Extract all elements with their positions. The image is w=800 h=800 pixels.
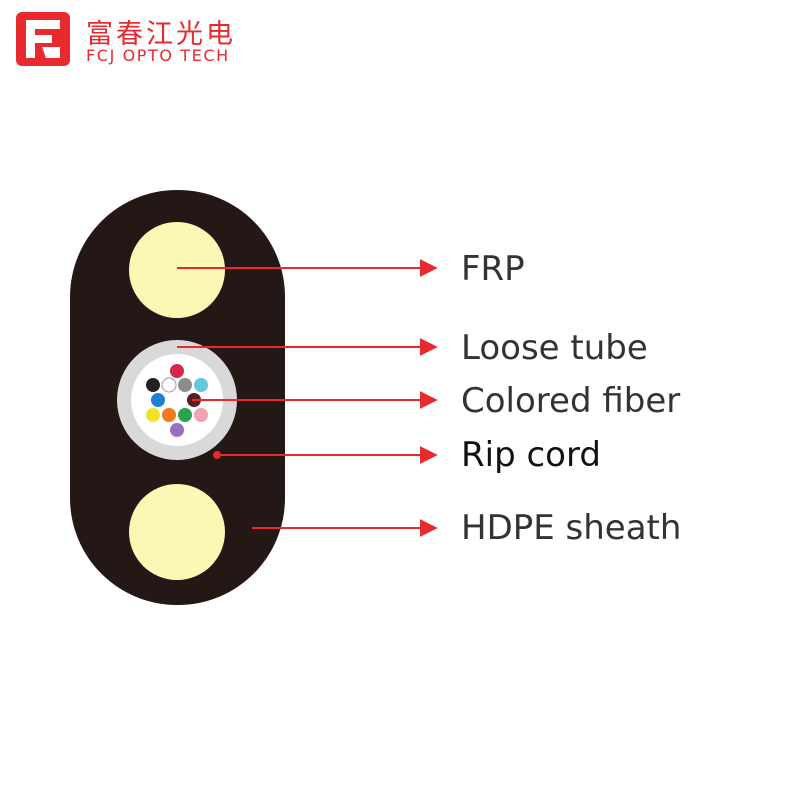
fiber [178,408,192,422]
fiber [194,408,208,422]
label-loose-tube: Loose tube [461,328,648,368]
fiber [151,393,165,407]
frp-top [129,222,225,318]
fiber [194,378,208,392]
fiber [146,378,160,392]
label-colored-fiber: Colored fiber [461,381,681,421]
fiber [161,377,177,393]
brand-name-en: FCJ OPTO TECH [86,46,230,65]
label-frp: FRP [461,249,525,289]
brand-name-cn: 富春江光电 [86,19,236,50]
brand-header: 富春江光电 FCJ OPTO TECH [16,12,316,68]
fiber [170,423,184,437]
fiber [170,364,184,378]
rip-cord [213,451,221,459]
fiber [162,408,176,422]
label-rip-cord: Rip cord [461,435,601,475]
fcj-logo-icon [16,12,70,66]
fiber [146,408,160,422]
fiber [178,378,192,392]
frp-bottom [129,484,225,580]
tube-inner [131,354,223,446]
label-hdpe-sheath: HDPE sheath [461,508,682,548]
